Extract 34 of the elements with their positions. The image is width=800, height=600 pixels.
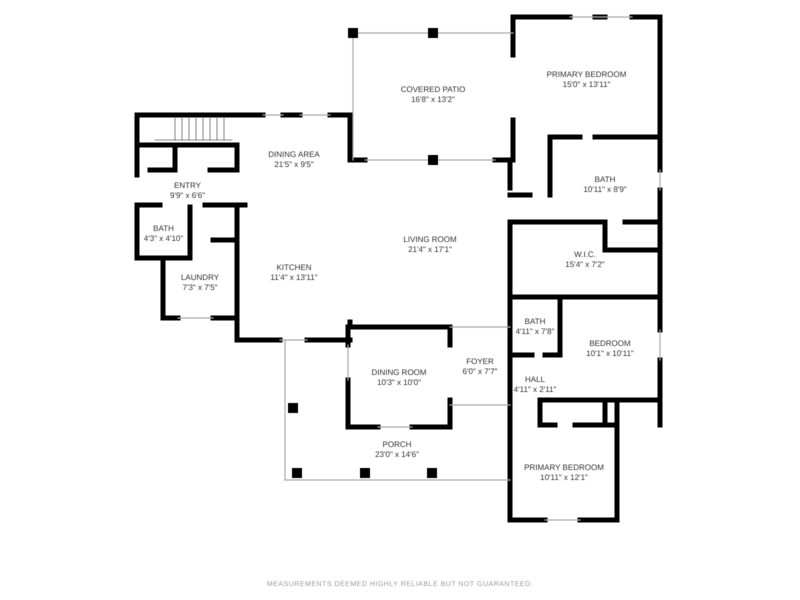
room-dimensions: 10'11" x 8'9": [583, 185, 627, 195]
room-dimensions: 16'8" x 13'2": [411, 95, 455, 105]
room-name: PRIMARY BEDROOM: [546, 70, 626, 80]
room-name: KITCHEN: [276, 262, 312, 272]
room-name: PRIMARY BEDROOM: [524, 463, 604, 473]
room-dimensions: 4'3" x 4'10": [144, 234, 184, 244]
room-dimensions: 7'3" x 7'5": [182, 282, 218, 292]
room-name: BEDROOM: [589, 339, 631, 349]
room-name: BATH: [524, 316, 546, 326]
room-dimensions: 10'11" x 12'1": [540, 473, 588, 483]
room-dimensions: 21'5" x 9'5": [274, 160, 314, 170]
room-name: HALL: [524, 375, 545, 385]
room-name: PORCH: [382, 440, 412, 450]
room-name: COVERED PATIO: [400, 85, 466, 95]
room-name: FOYER: [466, 356, 494, 366]
room-dimensions: 23'0" x 14'6": [375, 450, 419, 460]
room-name: ENTRY: [174, 181, 201, 191]
room-dimensions: 11'4" x 13'11": [270, 272, 318, 282]
room-dimensions: 15'4" x 7'2": [565, 260, 605, 270]
room-name: DINING ROOM: [371, 368, 427, 378]
room-dimensions: 4'11" x 7'8": [516, 326, 554, 336]
room-name: W.I.C.: [574, 250, 596, 260]
room-name: LAUNDRY: [180, 272, 220, 282]
room-name: BATH: [153, 224, 174, 234]
room-dimensions: 21'4" x 17'1": [408, 245, 452, 255]
room-name: DINING AREA: [268, 150, 320, 160]
room-dimensions: 4'11" x 2'11": [514, 385, 556, 395]
room-dimensions: 6'0" x 7'7": [462, 366, 498, 376]
room-name: BATH: [594, 175, 616, 185]
room-dimensions: 10'3" x 10'0": [377, 378, 421, 388]
room-dimensions: 10'1" x 10'11": [586, 349, 634, 359]
room-name: LIVING ROOM: [403, 235, 457, 245]
room-dimensions: 15'0" x 13'11": [562, 80, 610, 90]
room-dimensions: 9'9" x 6'6": [170, 191, 205, 201]
